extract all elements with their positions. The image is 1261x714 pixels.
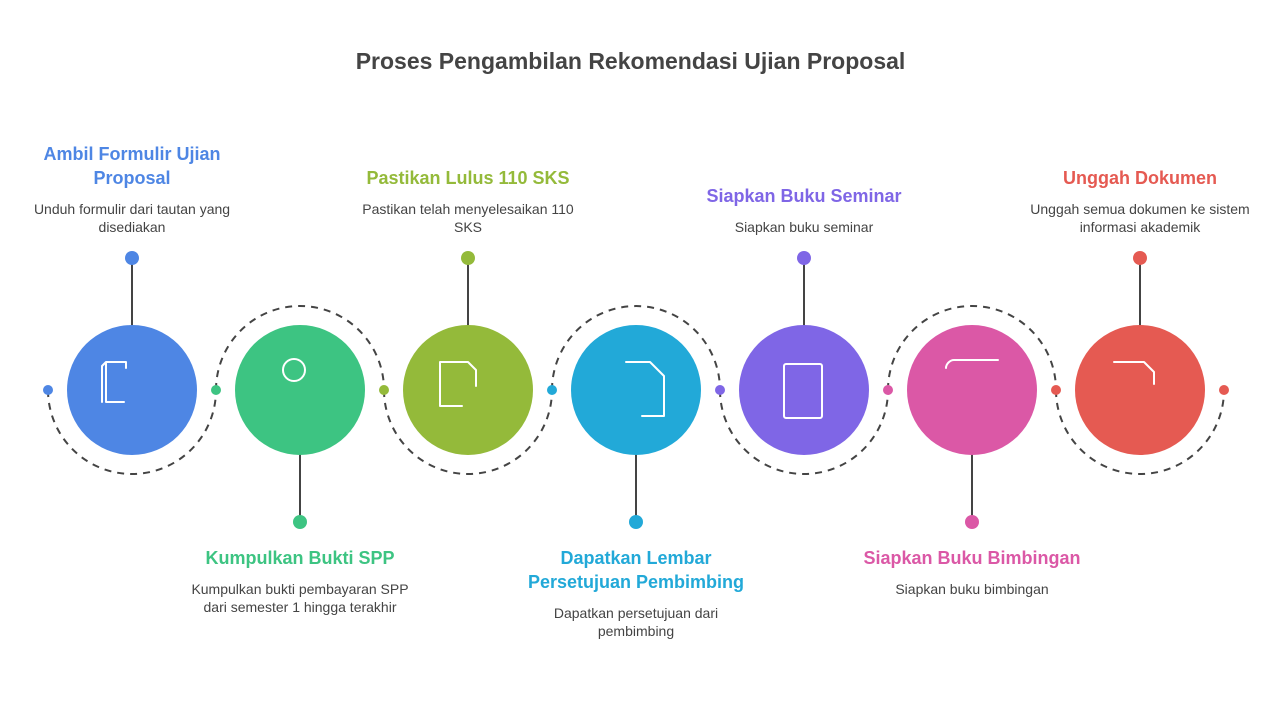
step-label-2: Kumpulkan Bukti SPP Kumpulkan bukti pemba… bbox=[190, 546, 410, 616]
step-circle-fill bbox=[403, 325, 533, 455]
connector-dot-end bbox=[1219, 385, 1229, 395]
step-title: Siapkan Buku Seminar bbox=[706, 186, 902, 206]
dashed-arc bbox=[887, 305, 1057, 391]
person-payment-cards-icon bbox=[282, 358, 306, 382]
step-circle-2 bbox=[235, 325, 365, 455]
step-circles bbox=[67, 325, 1205, 455]
dashed-arc bbox=[719, 389, 889, 475]
stem-end-dot bbox=[125, 251, 139, 265]
step-circle-7 bbox=[1075, 325, 1205, 455]
step-title: Unggah Dokumen bbox=[1062, 168, 1217, 188]
step-circle-fill bbox=[67, 325, 197, 455]
document-upload-icon bbox=[1113, 361, 1155, 385]
grades-sheet-graduate-icon bbox=[439, 361, 477, 407]
stem-end-dot bbox=[629, 515, 643, 529]
stem-end-dot bbox=[1133, 251, 1147, 265]
connector-dot bbox=[715, 385, 725, 395]
step-label-3: Pastikan Lulus 110 SKS Pastikan telah men… bbox=[358, 166, 578, 236]
connector-dot bbox=[547, 385, 557, 395]
step-circle-fill bbox=[235, 325, 365, 455]
dashed-arc bbox=[1055, 389, 1225, 475]
step-circle-6 bbox=[907, 325, 1037, 455]
step-title: Pastikan Lulus 110 SKS bbox=[366, 168, 570, 188]
connector-dot bbox=[379, 385, 389, 395]
stem-end-dot bbox=[965, 515, 979, 529]
step-title: Ambil Formulir Ujian Proposal bbox=[43, 144, 221, 188]
step-description: Unduh formulir dari tautan yang disediak… bbox=[33, 201, 231, 235]
step-circle-1 bbox=[67, 325, 197, 455]
document-graduate-icon bbox=[101, 361, 127, 403]
step-circle-fill bbox=[907, 325, 1037, 455]
dashed-connectors bbox=[47, 305, 1225, 475]
book-pencil-icon bbox=[945, 359, 999, 369]
connector-dot bbox=[883, 385, 893, 395]
stem-end-dot bbox=[461, 251, 475, 265]
step-circle-4 bbox=[571, 325, 701, 455]
step-description: Kumpulkan bukti pembayaran SPP dari seme… bbox=[191, 581, 409, 615]
step-title: Kumpulkan Bukti SPP bbox=[205, 548, 395, 568]
stem-end-dot bbox=[293, 515, 307, 529]
step-title: Dapatkan Lembar Persetujuan Pembimbing bbox=[527, 548, 745, 592]
dashed-arc bbox=[383, 389, 553, 475]
dashed-arc bbox=[47, 389, 217, 475]
connector-dot bbox=[1051, 385, 1061, 395]
step-description: Siapkan buku seminar bbox=[734, 219, 874, 235]
step-description: Pastikan telah menyelesaikan 110 SKS bbox=[362, 201, 574, 235]
dashed-arc bbox=[215, 305, 385, 391]
connector-dot bbox=[211, 385, 221, 395]
step-circle-fill bbox=[571, 325, 701, 455]
dashed-arc bbox=[551, 305, 721, 391]
stamp-document-icon bbox=[625, 361, 665, 417]
connector-dot bbox=[43, 385, 53, 395]
step-title: Siapkan Buku Bimbingan bbox=[863, 548, 1081, 568]
step-circle-3 bbox=[403, 325, 533, 455]
stem-end-dot bbox=[797, 251, 811, 265]
step-description: Unggah semua dokumen ke sistem informasi… bbox=[1030, 201, 1250, 235]
connector-dots bbox=[43, 385, 1229, 395]
step-description: Siapkan buku bimbingan bbox=[895, 581, 1049, 597]
notebook-icon bbox=[783, 363, 823, 419]
diagram-title: Proses Pengambilan Rekomendasi Ujian Pro… bbox=[355, 48, 906, 74]
step-description: Dapatkan persetujuan dari pembimbing bbox=[553, 605, 719, 639]
step-circle-5 bbox=[739, 325, 869, 455]
step-circle-fill bbox=[1075, 325, 1205, 455]
step-circle-fill bbox=[739, 325, 869, 455]
